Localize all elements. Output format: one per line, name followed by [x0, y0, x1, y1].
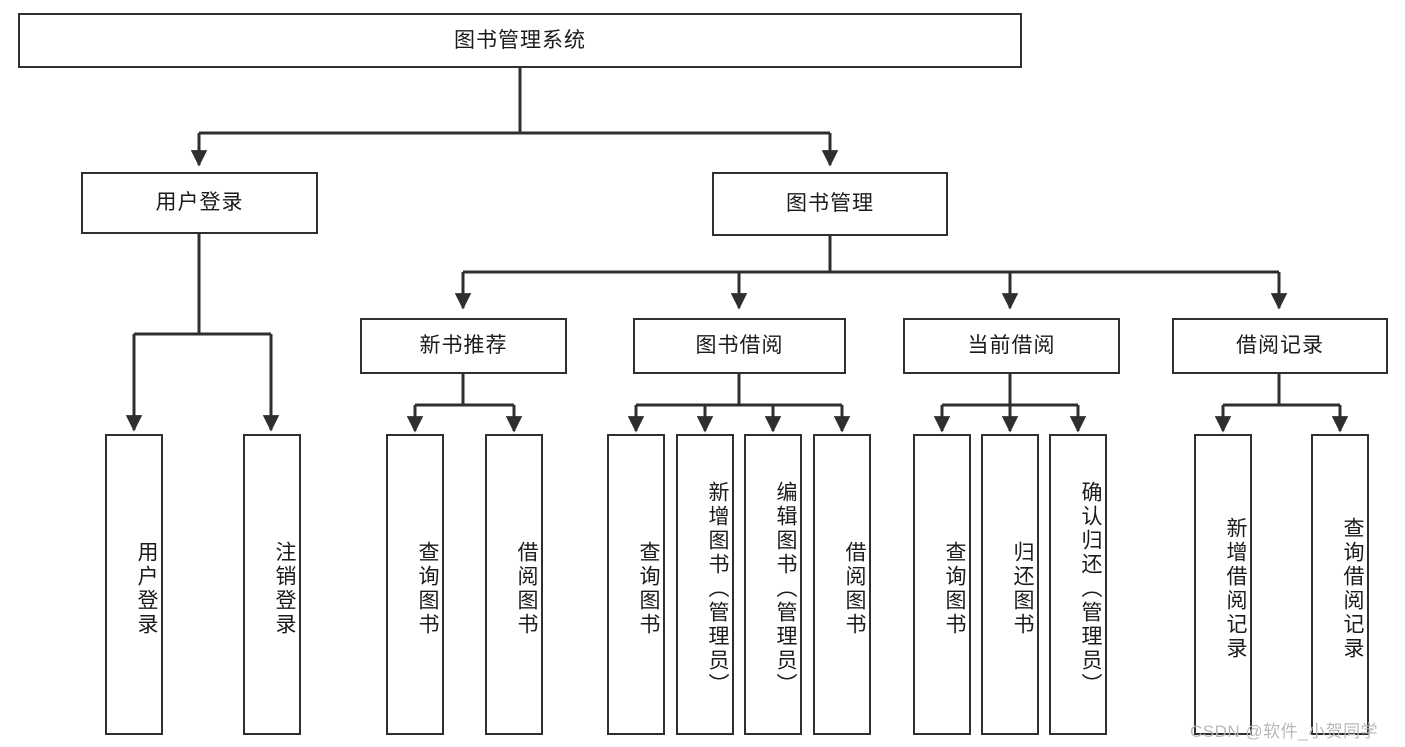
node-label: 用户登录: [155, 191, 244, 215]
node-current-borrow[interactable]: 当前借阅: [903, 318, 1120, 374]
leaf-user-login[interactable]: 用户登录: [105, 434, 163, 735]
csdn-watermark: CSDN @软件_小贺同学: [1190, 722, 1379, 741]
node-label: 查询图书: [416, 540, 439, 637]
leaf-query-borrow-record[interactable]: 查询借阅记录: [1311, 434, 1369, 735]
leaf-edit-book-admin[interactable]: 编辑图书（管理员）: [744, 434, 802, 735]
node-label: 查询借阅记录: [1341, 516, 1364, 661]
node-label: 图书管理: [786, 192, 874, 216]
leaf-add-book-admin[interactable]: 新增图书（管理员）: [676, 434, 734, 735]
leaf-query-book-recommend[interactable]: 查询图书: [386, 434, 444, 735]
node-label: 图书借阅: [695, 334, 784, 358]
node-book-management[interactable]: 图书管理: [712, 172, 948, 236]
node-label: 借阅图书: [515, 540, 538, 637]
node-root-book-management-system[interactable]: 图书管理系统: [18, 13, 1022, 68]
node-user-login[interactable]: 用户登录: [81, 172, 318, 234]
node-label: 新增图书（管理员）: [706, 480, 729, 697]
node-label: 查询图书: [943, 540, 966, 637]
node-label: 查询图书: [637, 540, 660, 637]
leaf-query-book-borrow[interactable]: 查询图书: [607, 434, 665, 735]
node-label: 图书管理系统: [454, 28, 586, 52]
node-label: 借阅记录: [1236, 334, 1324, 358]
node-label: 编辑图书（管理员）: [774, 480, 797, 697]
leaf-return-book[interactable]: 归还图书: [981, 434, 1039, 735]
node-label: 注销登录: [273, 540, 296, 637]
node-label: 新增借阅记录: [1224, 516, 1247, 661]
leaf-confirm-return-admin[interactable]: 确认归还（管理员）: [1049, 434, 1107, 735]
node-borrow-record[interactable]: 借阅记录: [1172, 318, 1388, 374]
node-label: 新书推荐: [419, 334, 508, 358]
leaf-borrow-book-recommend[interactable]: 借阅图书: [485, 434, 543, 735]
node-book-borrow[interactable]: 图书借阅: [633, 318, 846, 374]
leaf-logout[interactable]: 注销登录: [243, 434, 301, 735]
node-label: 归还图书: [1011, 540, 1034, 637]
node-label: 借阅图书: [843, 540, 866, 637]
node-new-book-recommend[interactable]: 新书推荐: [360, 318, 567, 374]
leaf-query-book-current[interactable]: 查询图书: [913, 434, 971, 735]
node-label: 当前借阅: [967, 334, 1056, 358]
node-label: 用户登录: [135, 540, 158, 637]
leaf-borrow-book[interactable]: 借阅图书: [813, 434, 871, 735]
leaf-add-borrow-record[interactable]: 新增借阅记录: [1194, 434, 1252, 735]
node-label: 确认归还（管理员）: [1079, 480, 1102, 697]
